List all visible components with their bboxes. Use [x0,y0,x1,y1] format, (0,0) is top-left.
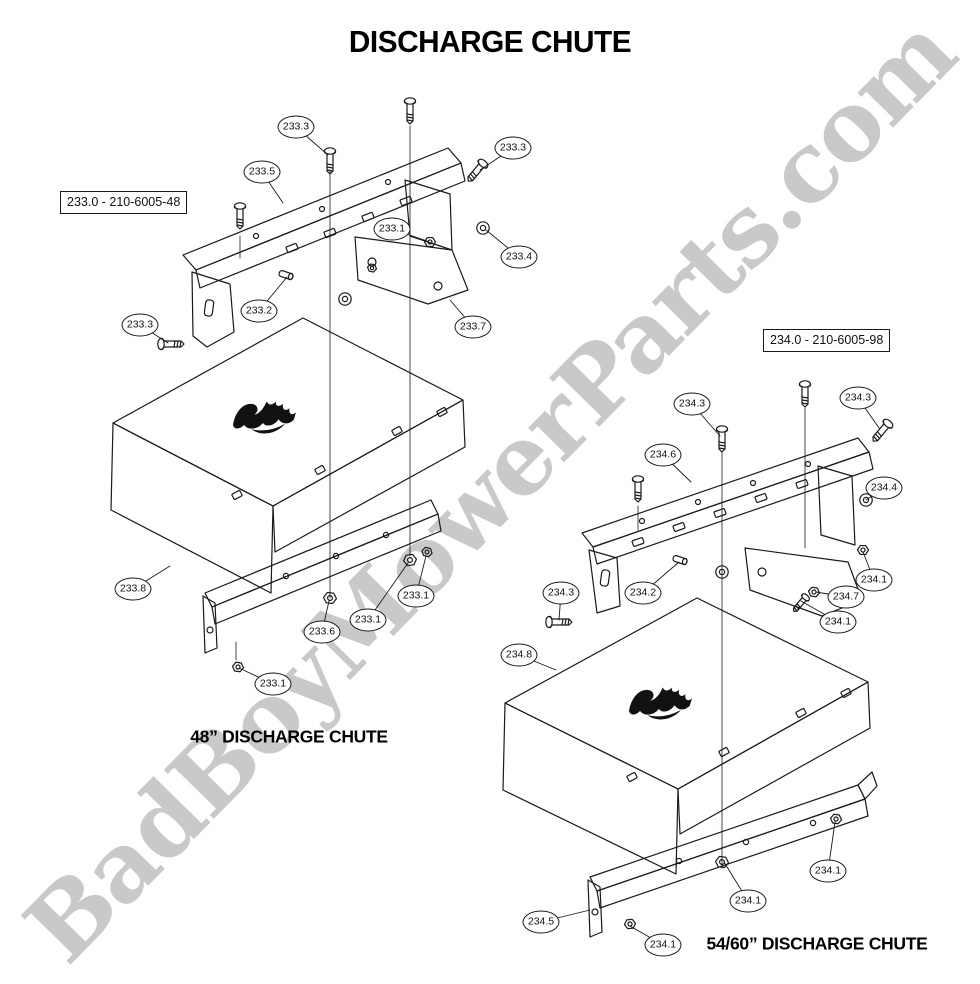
leader-line [519,655,556,670]
leader-line [416,556,426,596]
leader-line [858,398,879,428]
leader-line [863,552,874,580]
leader-line [140,325,168,343]
leader-line [296,127,328,155]
leader-line [262,172,283,203]
leader-line [133,566,170,589]
leader-line [724,862,748,901]
leader-line [663,455,691,482]
leader-line [368,563,408,620]
leader-line [692,404,720,436]
leader-line [630,926,663,945]
leader-line [559,593,561,620]
assembly-54-60-art [503,380,895,937]
leader-line [259,277,287,311]
assembly-48-art [111,97,490,673]
leader-line [643,562,679,593]
leader-line [541,910,590,922]
leader-line [480,148,513,170]
leader-line [322,601,329,632]
leader-line [450,300,473,327]
leader-line [239,668,273,684]
leader-line [486,230,519,257]
